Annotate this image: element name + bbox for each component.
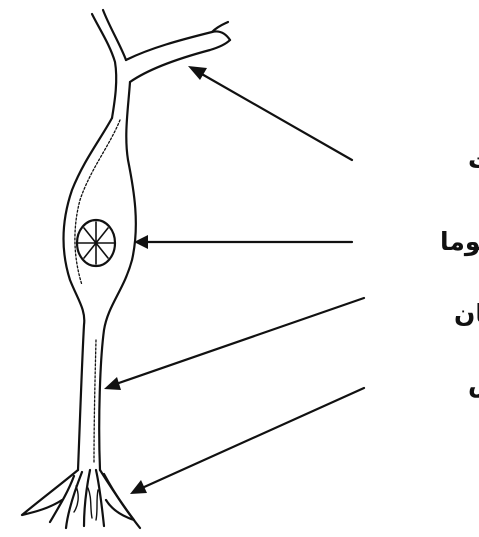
neuron-drawing xyxy=(22,10,230,528)
dendrite-branch-left-inner xyxy=(103,10,126,60)
dendrite-branch-right-lower xyxy=(130,40,230,82)
label-synapse: سیناپس xyxy=(468,369,479,398)
synapse-arrow xyxy=(130,388,364,494)
label-dendrite: دندریت xyxy=(468,145,479,174)
terminal-branch xyxy=(66,472,82,528)
dendrite-branch-right xyxy=(126,31,230,60)
labels: دندریت سوما اکسان سیناپس xyxy=(440,145,479,398)
dendrite-branch-right-tip xyxy=(212,22,228,32)
soma-outline-left xyxy=(64,118,113,470)
label-soma: سوما xyxy=(440,227,479,257)
dendrite-arrow xyxy=(188,66,352,160)
arrows xyxy=(104,66,364,494)
axon-terminals xyxy=(22,470,140,528)
soma-outline-right xyxy=(99,82,136,470)
soma-membrane-dots xyxy=(75,120,120,285)
axon-arrow xyxy=(104,298,364,390)
axon-membrane-dots xyxy=(94,340,96,462)
soma-arrow xyxy=(134,235,352,249)
terminal-branch xyxy=(104,474,140,528)
terminal-branch xyxy=(84,470,90,526)
nucleus xyxy=(77,220,115,266)
nucleus-spokes xyxy=(78,222,114,264)
label-axon: اکسان xyxy=(454,299,479,328)
